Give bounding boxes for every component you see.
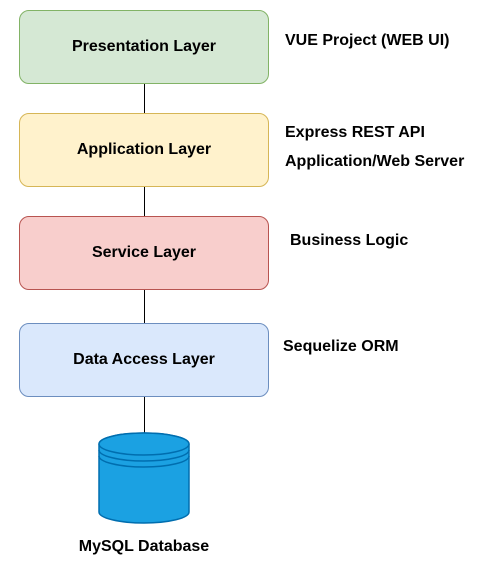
presentation-layer-label: Presentation Layer xyxy=(71,38,217,55)
database-top xyxy=(98,432,190,456)
application-layer-label: Application Layer xyxy=(76,141,212,158)
presentation-layer-box: Presentation Layer xyxy=(19,10,269,84)
database-band-2 xyxy=(98,455,190,468)
presentation-note: VUE Project (WEB UI) xyxy=(285,32,450,49)
service-note: Business Logic xyxy=(290,232,409,249)
application-layer-box: Application Layer xyxy=(19,113,269,187)
connector-data-access-database xyxy=(144,397,145,435)
data-access-note: Sequelize ORM xyxy=(283,338,399,355)
database-label: MySQL Database xyxy=(78,538,210,555)
service-layer-box: Service Layer xyxy=(19,216,269,290)
connector-presentation-application xyxy=(144,84,145,113)
data-access-layer-label: Data Access Layer xyxy=(73,351,215,368)
service-layer-label: Service Layer xyxy=(91,244,197,261)
database-cylinder-icon xyxy=(98,432,190,524)
connector-application-service xyxy=(144,187,145,216)
connector-service-data-access xyxy=(144,290,145,323)
application-note-line1: Express REST API xyxy=(285,124,425,141)
application-note-line2: Application/Web Server xyxy=(285,153,465,170)
data-access-layer-box: Data Access Layer xyxy=(19,323,269,397)
database-band-1 xyxy=(98,449,190,462)
